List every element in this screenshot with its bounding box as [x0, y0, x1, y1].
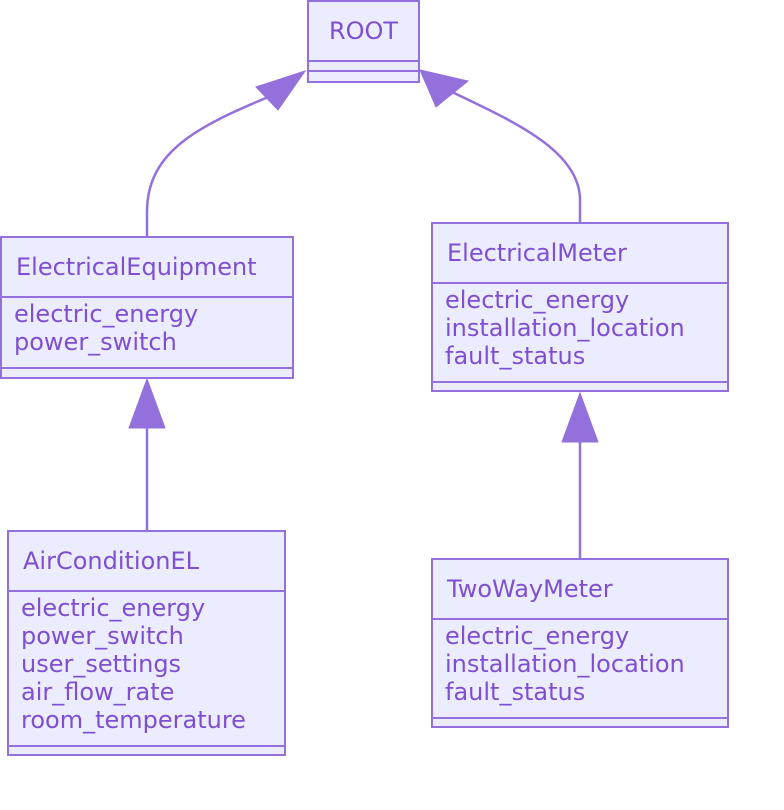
attribute: fault_status [445, 342, 586, 370]
class-air-condition-el: AirConditionEL electric_energy power_swi… [7, 530, 286, 756]
attribute: electric_energy [445, 622, 630, 650]
edge-electricalequipment-to-root [145, 91, 279, 236]
class-name: ElectricalMeter [447, 239, 627, 267]
attribute: room_temperature [21, 706, 246, 734]
class-two-way-meter: TwoWayMeter electric_energy installation… [431, 558, 729, 728]
class-root: ROOT [307, 0, 420, 83]
class-electrical-meter: ElectricalMeter electric_energy installa… [431, 222, 729, 392]
inheritance-arrowhead-root-left [255, 70, 307, 111]
class-name: TwoWayMeter [447, 575, 613, 603]
attribute: electric_energy [445, 286, 630, 314]
attribute: installation_location [445, 650, 685, 678]
class-name: ElectricalEquipment [16, 253, 257, 281]
attribute: power_switch [14, 328, 177, 356]
inheritance-arrowhead-electricalequipment [128, 377, 166, 429]
attribute: air_flow_rate [21, 678, 175, 706]
class-name: ROOT [328, 17, 399, 45]
attribute: electric_energy [21, 594, 206, 622]
attribute: fault_status [445, 678, 586, 706]
inheritance-arrowhead-root-right [419, 69, 470, 108]
edge-electricalmeter-to-root [451, 90, 582, 222]
attribute: user_settings [21, 650, 182, 678]
attribute: power_switch [21, 622, 184, 650]
attribute: electric_energy [14, 300, 199, 328]
attribute: installation_location [445, 314, 685, 342]
inheritance-arrowhead-electricalmeter [561, 391, 599, 443]
class-electrical-equipment: ElectricalEquipment electric_energy powe… [0, 236, 294, 379]
class-name: AirConditionEL [23, 547, 200, 575]
